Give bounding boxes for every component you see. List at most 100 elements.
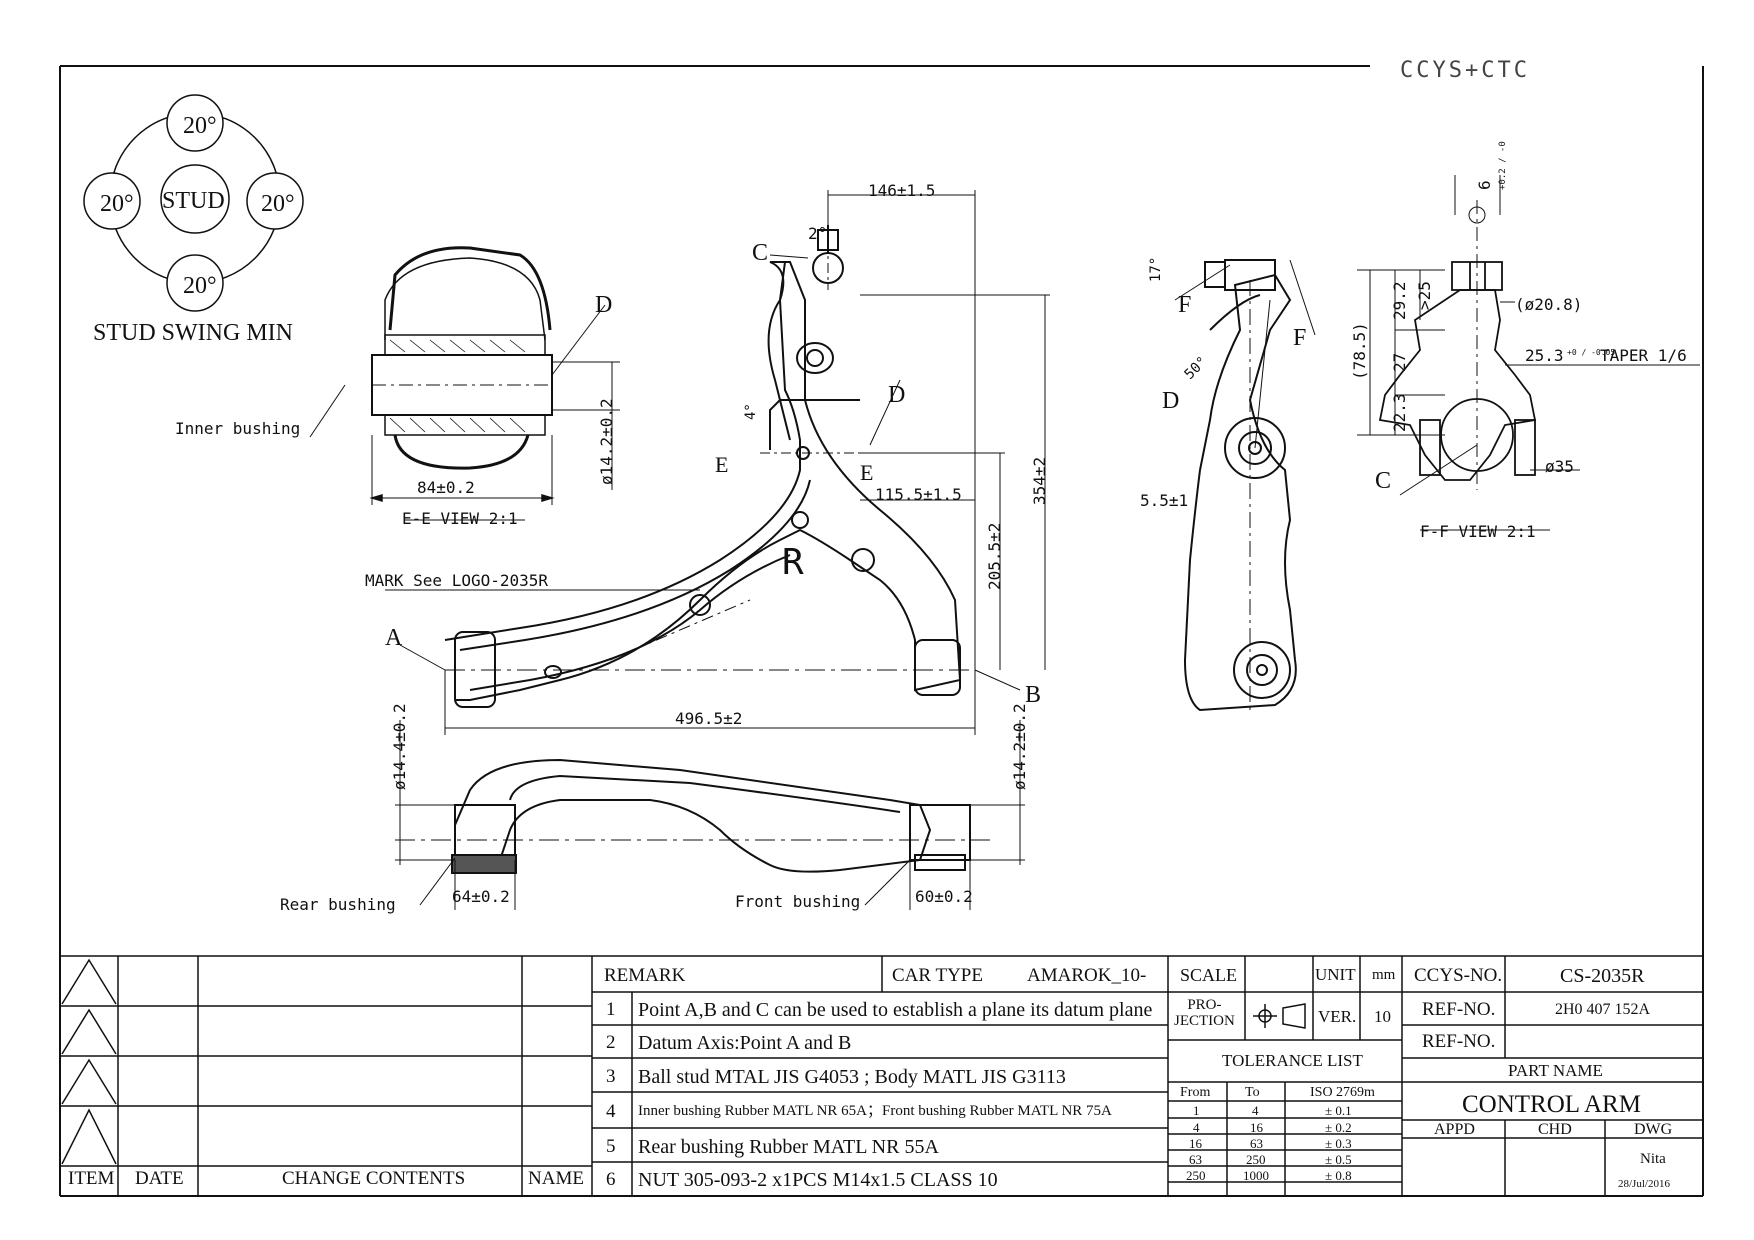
tol-header-iso: ISO 2769m <box>1310 1085 1375 1100</box>
tol-cell: 16 <box>1189 1136 1202 1151</box>
dim-208: (ø20.8) <box>1515 295 1582 314</box>
stud-swing-left-circle <box>83 172 141 230</box>
dim-27: 27 <box>1390 353 1409 372</box>
company-logo: CCYS+CTC <box>1400 58 1530 83</box>
ff-view-dimensions <box>1357 175 1700 531</box>
ref1-value: 2H0 407 152A <box>1555 1001 1651 1018</box>
ff-view <box>1378 200 1537 490</box>
dwg-label: DWG <box>1634 1121 1673 1138</box>
remark-no: 5 <box>606 1136 616 1157</box>
dim-6-tol: +0.2 / -0 <box>1498 141 1508 190</box>
rev-header-change: CHANGE CONTENTS <box>282 1168 466 1189</box>
tol-cell: 63 <box>1189 1152 1202 1167</box>
ee-dia-dim: ø14.2±0.2 <box>597 398 616 485</box>
tol-cell: 63 <box>1250 1136 1263 1151</box>
title-block-grid <box>60 955 1703 1196</box>
sheet-border <box>59 65 1704 1197</box>
dim-354: 354±2 <box>1030 457 1049 505</box>
dim-64: 64±0.2 <box>452 887 510 906</box>
ff-view-title: F-F VIEW 2:1 <box>1420 522 1536 541</box>
ref1-label: REF-NO. <box>1422 999 1496 1020</box>
dia-left: ø14.4±0.2 <box>390 703 409 790</box>
dim-115: 115.5±1.5 <box>875 485 962 504</box>
swing-angle-right: 20° <box>261 191 295 217</box>
unit-value: mm <box>1372 967 1396 983</box>
tol-header-from: From <box>1180 1085 1211 1100</box>
remark-no: 2 <box>606 1032 616 1053</box>
label-d-side: D <box>1162 388 1179 414</box>
rear-bushing-label: Rear bushing <box>280 895 396 914</box>
swing-angle-bottom: 20° <box>183 273 217 299</box>
chd-label: CHD <box>1538 1121 1572 1138</box>
remark-text: Point A,B and C can be used to establish… <box>638 999 1153 1021</box>
tol-cell: 250 <box>1186 1168 1206 1183</box>
tol-cell: ± 0.8 <box>1325 1168 1352 1183</box>
rev-header-item: ITEM <box>68 1168 115 1189</box>
inner-bushing-label: Inner bushing <box>175 419 300 438</box>
stud-swing-title: STUD SWING MIN <box>93 320 293 346</box>
ee-width-dim: 84±0.2 <box>417 478 475 497</box>
ccys-label: CCYS-NO. <box>1414 965 1503 986</box>
ee-label-d: D <box>595 292 612 318</box>
dim-25: >25 <box>1415 281 1434 310</box>
remark-no: 3 <box>606 1066 616 1087</box>
dim-253: 25.3 <box>1525 346 1564 365</box>
ccys-value: CS-2035R <box>1560 965 1645 987</box>
angle-top: 2° <box>808 224 827 243</box>
bottom-view-dimensions <box>395 720 1025 910</box>
label-f-right: F <box>1293 325 1306 351</box>
label-b: B <box>1025 682 1041 708</box>
tol-cell: 4 <box>1252 1103 1259 1118</box>
control-arm-top-view <box>444 200 975 708</box>
label-e-left: E <box>715 452 728 477</box>
dim-785: (78.5) <box>1350 322 1369 380</box>
projection-label: PRO- JECTION <box>1174 997 1235 1029</box>
dim-6: 6 <box>1475 180 1494 190</box>
tol-cell: 1 <box>1193 1103 1200 1118</box>
dim-223: 22.3 <box>1390 393 1409 432</box>
unit-label: UNIT <box>1315 965 1356 984</box>
remark-text: Ball stud MTAL JIS G4053 ; Body MATL JIS… <box>638 1066 1066 1088</box>
dim-205: 205.5±2 <box>985 523 1004 590</box>
swing-angle-top: 20° <box>183 113 217 139</box>
label-d-main: D <box>888 382 905 408</box>
ee-view-title: E-E VIEW 2:1 <box>402 509 518 528</box>
dim-292: 29.2 <box>1390 281 1409 320</box>
swing-center-label: STUD <box>162 188 225 214</box>
part-name: CONTROL ARM <box>1462 1091 1641 1118</box>
dia-right: ø14.2±0.2 <box>1010 703 1029 790</box>
dim-60: 60±0.2 <box>915 887 973 906</box>
remark-no: 4 <box>606 1101 616 1122</box>
dim-4965: 496.5±2 <box>675 709 742 728</box>
tol-cell: ± 0.2 <box>1325 1120 1352 1135</box>
tol-cell: ± 0.3 <box>1325 1136 1352 1151</box>
label-c-ff: C <box>1375 468 1391 494</box>
stud-swing-right-circle <box>246 172 304 230</box>
rev-header-name: NAME <box>528 1168 584 1189</box>
angle-17: 17° <box>1148 257 1164 282</box>
front-bushing-label: Front bushing <box>735 892 860 911</box>
swing-angle-left: 20° <box>100 191 134 217</box>
stud-swing-center-circle <box>160 164 230 234</box>
angle-e: 4° <box>743 403 759 420</box>
label-a: A <box>385 625 403 651</box>
tol-cell: 4 <box>1193 1120 1200 1135</box>
appd-label: APPD <box>1434 1121 1475 1138</box>
rev-header-date: DATE <box>135 1168 184 1189</box>
tol-header-to: To <box>1245 1085 1260 1100</box>
tol-cell: 1000 <box>1243 1168 1269 1183</box>
stud-swing-top-circle <box>166 94 224 152</box>
stud-swing-diagram: 20° 20° STUD 20° 20° STUD SWING MIN <box>83 94 304 346</box>
letter-r: R <box>782 542 804 583</box>
remark-text: NUT 305-093-2 x1PCS M14x1.5 CLASS 10 <box>638 1169 998 1191</box>
tol-cell: ± 0.1 <box>1325 1103 1352 1118</box>
drawing-date: 28/Jul/2016 <box>1618 1178 1670 1190</box>
remark-text: Rear bushing Rubber MATL NR 55A <box>638 1136 939 1158</box>
remark-text: Datum Axis:Point A and B <box>638 1032 852 1054</box>
drawer-name: Nita <box>1640 1151 1666 1167</box>
dim-253-tol: +0 / -0.05 <box>1567 348 1615 357</box>
remark-header: REMARK <box>604 965 686 986</box>
control-arm-bottom-view <box>395 758 990 874</box>
dim-55: 5.5±1 <box>1140 491 1188 510</box>
dim-35: ø35 <box>1545 457 1574 476</box>
